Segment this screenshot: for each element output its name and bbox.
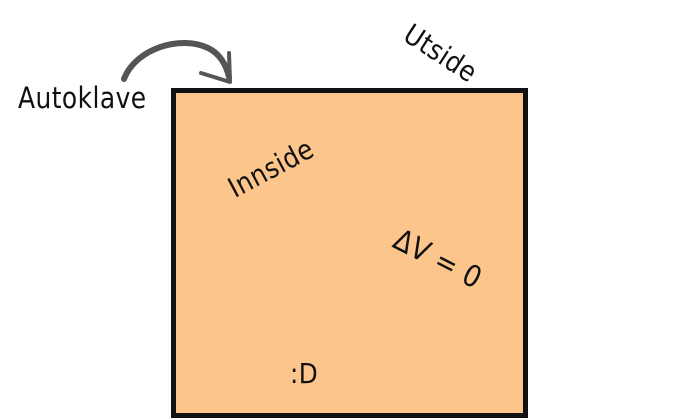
outside-label: Utside [397,17,484,90]
autoclave-box [171,88,528,418]
smiley-label: :D [290,357,319,390]
autoclave-label: Autoklave [18,81,147,115]
